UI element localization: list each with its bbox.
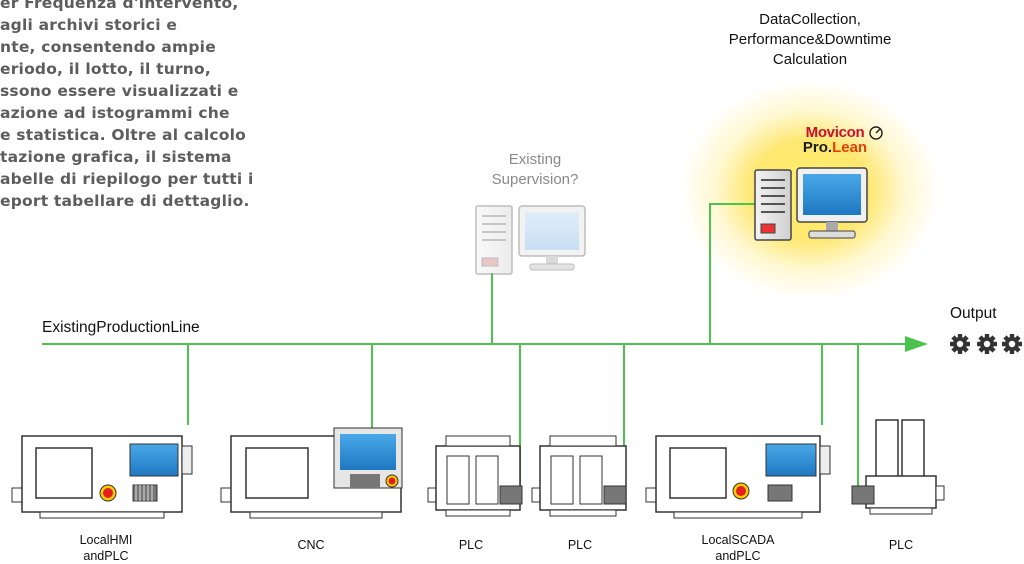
gauge-icon [869,126,883,140]
existing-supervision-label: Existing Supervision? [491,151,579,188]
intro-line: eriodo, il lotto, il turno, [0,60,211,78]
machine-label-local-hmi: LocalHMI andPLC [79,533,133,563]
machine-label-cnc: CNC [297,538,325,552]
intro-line: azione ad istogrammi che [0,104,230,122]
gear-icons [950,334,1022,354]
output-label: Output [950,305,997,322]
intro-line: tazione grafica, il sistema [0,148,232,166]
machine-cnc [220,427,403,519]
gear-icon [977,334,997,354]
movicon-pro-lean-logo: Movicon Pro.Lean [802,124,868,156]
machine-local-scada [645,435,831,519]
machine-label-plc: PLC [458,538,484,552]
intro-line: ssono essere visualizzati e [0,82,239,100]
movicon-workstation-icon [754,126,883,241]
intro-paragraph: er Frequenza d'intervento, agli archivi … [0,0,330,212]
movicon-link [709,203,755,344]
output-arrow-icon [905,336,928,352]
intro-line: eport tabellare di dettaglio. [0,192,250,210]
machine-plc-1 [427,435,523,517]
intro-line: abelle di riepilogo per tutti i [0,170,254,188]
machine-label-plc: PLC [888,538,914,552]
gear-icon [950,334,970,354]
machine-label-local-scada: LocalSCADA andPLC [701,533,775,563]
production-line-label: ExistingProductionLine [42,319,200,336]
supervision-workstation-icon [475,205,586,275]
intro-line: nte, consentendo ampie [0,38,216,56]
machine-label-plc: PLC [567,538,593,552]
gear-icon [1002,334,1022,354]
data-collection-label: DataCollection, Performance&Downtime Cal… [728,11,892,68]
machine-plc-3 [851,419,945,515]
network-lines [42,203,905,488]
intro-line: e statistica. Oltre al calcolo [0,126,246,144]
intro-line: er Frequenza d'intervento, [0,0,239,12]
intro-line: agli archivi storici e [0,16,178,34]
machine-plc-2 [531,435,627,517]
machine-local-hmi [11,435,193,519]
